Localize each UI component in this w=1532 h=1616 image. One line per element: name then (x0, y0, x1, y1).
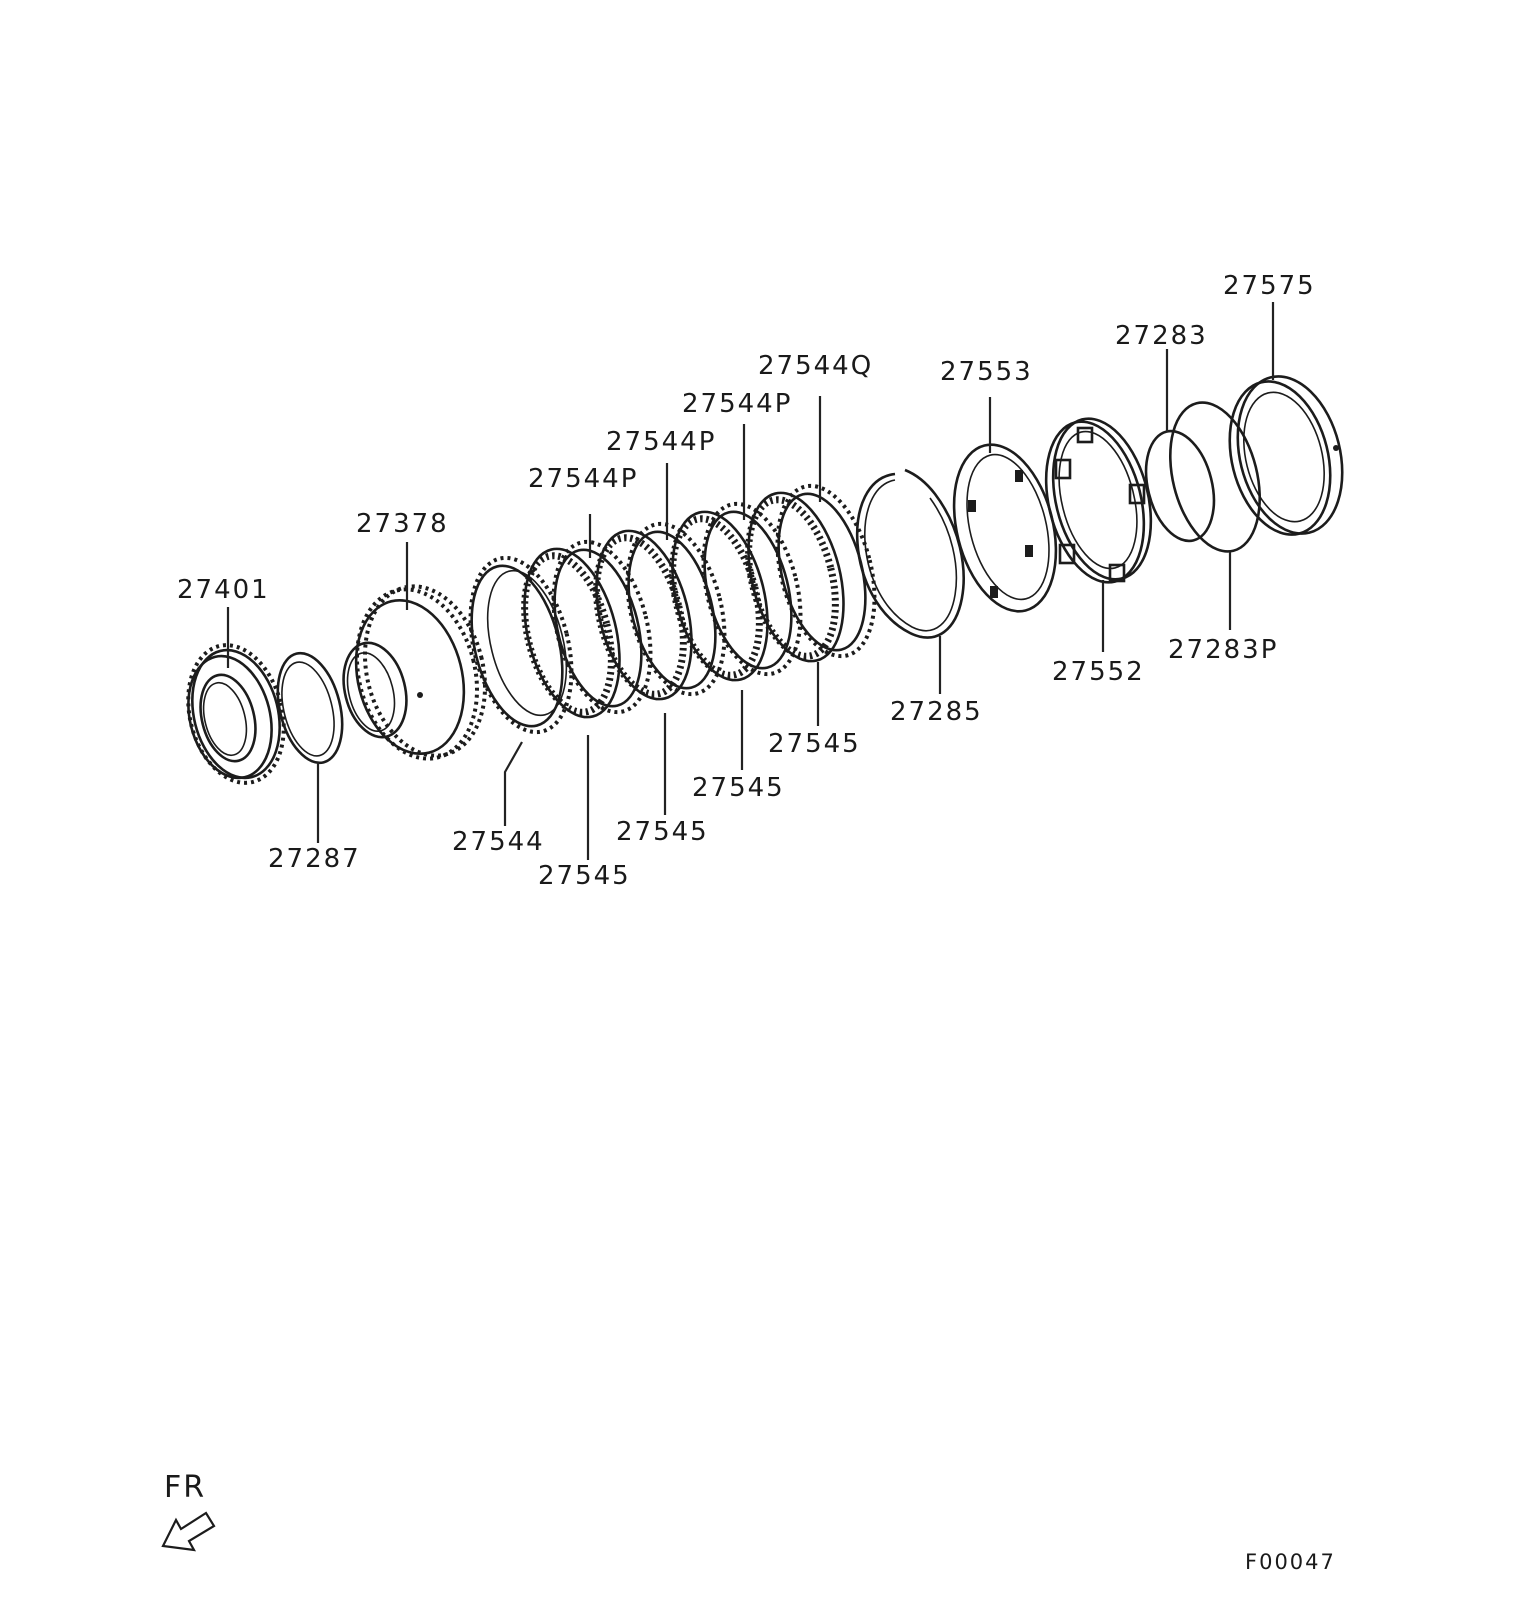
label-27283P: 27283P (1168, 635, 1278, 665)
part-27553-drawing (952, 443, 1058, 613)
front-arrow-icon (161, 1511, 216, 1552)
part-27552-drawing (1044, 417, 1153, 584)
clutch-pack-drawing (468, 483, 877, 735)
label-27545-c: 27545 (692, 773, 785, 803)
label-27545-b: 27545 (616, 817, 709, 847)
label-27544P-c: 27544P (682, 389, 792, 419)
label-27544Q: 27544Q (758, 351, 873, 381)
figure-code: F00047 (1245, 1550, 1336, 1574)
label-27545-d: 27545 (768, 729, 861, 759)
label-27285: 27285 (890, 697, 983, 727)
label-27544: 27544 (452, 827, 545, 857)
front-direction-indicator: FR (161, 1470, 216, 1552)
leader-lines (226, 302, 1275, 860)
direction-label: FR (164, 1470, 206, 1505)
part-27401-drawing (186, 643, 286, 785)
part-27575-drawing (1228, 375, 1344, 536)
part-27378-drawing (342, 584, 487, 761)
part-27283-drawing (1144, 401, 1262, 553)
label-27283: 27283 (1115, 321, 1208, 351)
label-27287: 27287 (268, 844, 361, 874)
label-27401: 27401 (177, 575, 270, 605)
label-27378: 27378 (356, 509, 449, 539)
part-labels: 27401 27287 27378 27544 27545 27544P 275… (177, 271, 1316, 891)
label-27575: 27575 (1223, 271, 1316, 301)
label-27553: 27553 (940, 357, 1033, 387)
label-27552: 27552 (1052, 657, 1145, 687)
label-27544P-b: 27544P (606, 427, 716, 457)
part-27287-drawing (276, 651, 344, 765)
label-27545-a: 27545 (538, 861, 631, 891)
part-27285-drawing (855, 468, 965, 639)
label-27544P-a: 27544P (528, 464, 638, 494)
